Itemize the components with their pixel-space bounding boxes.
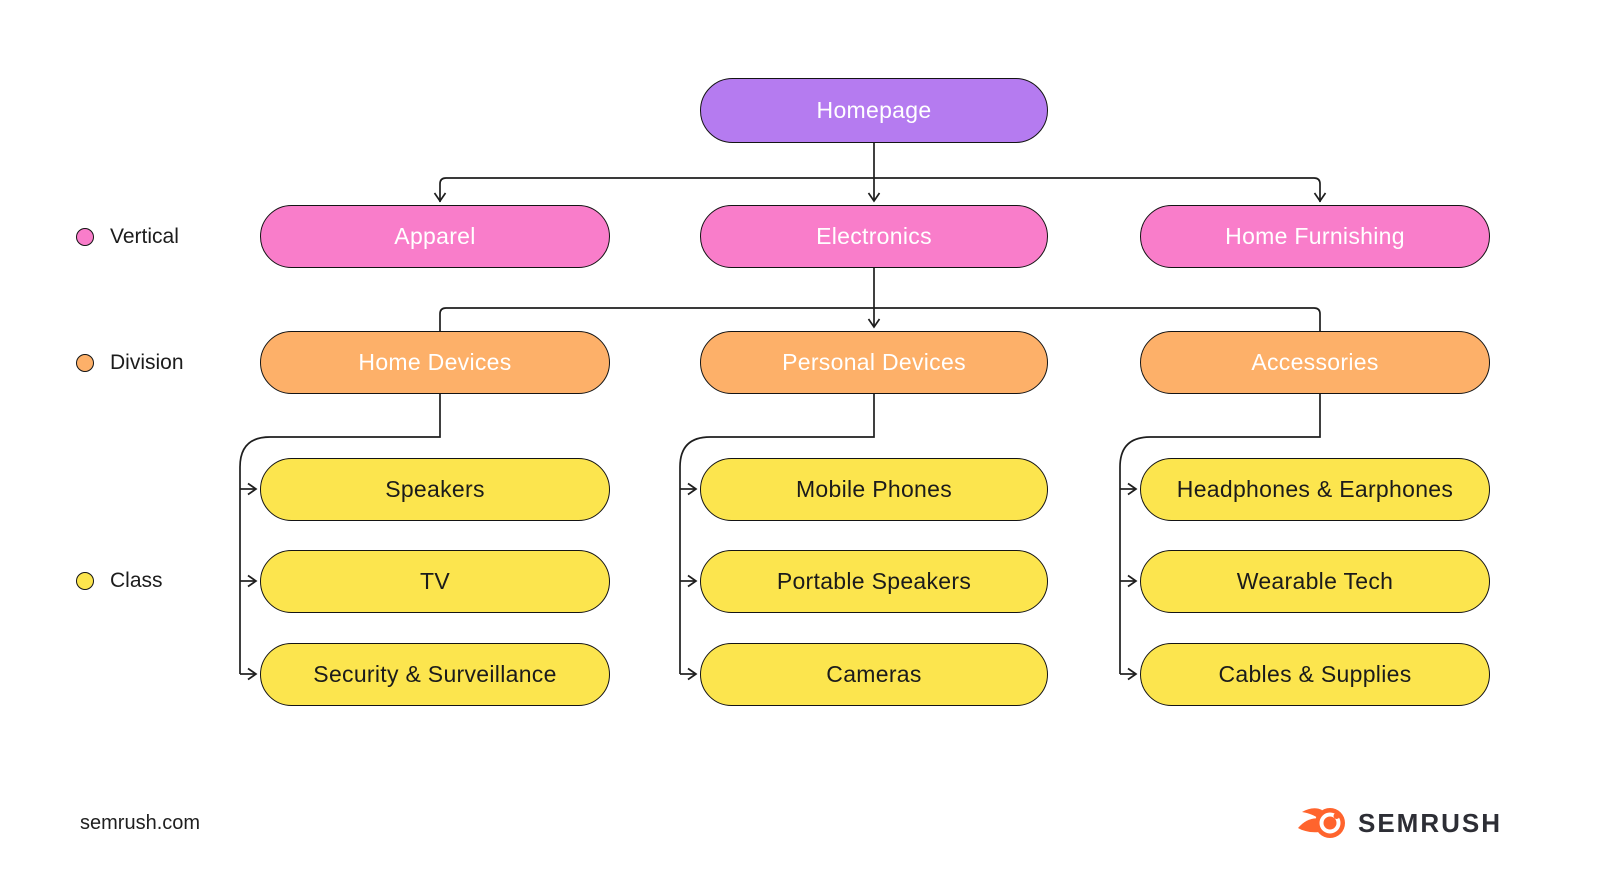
arrowhead-right-speakers — [247, 482, 258, 496]
arrowhead-right-portable-speakers — [687, 574, 698, 588]
node-home-devices: Home Devices — [260, 331, 610, 394]
edge-home-devices-rail — [239, 394, 441, 674]
legend-item-vertical: Vertical — [76, 225, 179, 248]
edge-personal-devices-rail — [679, 394, 875, 674]
edge-homepage-rail — [439, 177, 1321, 202]
legend-label-vertical: Vertical — [110, 225, 179, 248]
node-apparel: Apparel — [260, 205, 610, 268]
arrowhead-right-wearable-tech — [1127, 574, 1138, 588]
semrush-flame-icon — [1298, 808, 1345, 838]
arrowhead-down-apparel — [433, 192, 447, 203]
node-tv: TV — [260, 550, 610, 613]
node-mobile-phones: Mobile Phones — [700, 458, 1048, 521]
node-electronics: Electronics — [700, 205, 1048, 268]
arrowhead-right-tv — [247, 574, 258, 588]
arrowhead-right-cables — [1127, 667, 1138, 681]
arrowhead-right-cameras — [687, 667, 698, 681]
legend-item-class: Class — [76, 569, 163, 592]
node-headphones-earphones: Headphones & Earphones — [1140, 458, 1490, 521]
arrowhead-right-security — [247, 667, 258, 681]
class-legend-dot-icon — [76, 572, 94, 590]
node-cameras: Cameras — [700, 643, 1048, 706]
arrowhead-down-home-furnishing — [1313, 192, 1327, 203]
arrowhead-right-mobile-phones — [687, 482, 698, 496]
node-cables-supplies: Cables & Supplies — [1140, 643, 1490, 706]
arrowhead-down-electronics — [867, 192, 881, 203]
node-wearable-tech: Wearable Tech — [1140, 550, 1490, 613]
source-website-caption: semrush.com — [80, 812, 201, 834]
node-homepage: Homepage — [700, 78, 1048, 143]
edge-accessories-rail — [1119, 394, 1321, 674]
node-portable-speakers: Portable Speakers — [700, 550, 1048, 613]
legend-label-class: Class — [110, 569, 163, 592]
node-security-surveillance: Security & Surveillance — [260, 643, 610, 706]
node-personal-devices: Personal Devices — [700, 331, 1048, 394]
node-home-furnishing: Home Furnishing — [1140, 205, 1490, 268]
vertical-legend-dot-icon — [76, 228, 94, 246]
node-accessories: Accessories — [1140, 331, 1490, 394]
node-speakers: Speakers — [260, 458, 610, 521]
arrowhead-down-personal-devices — [867, 318, 881, 329]
edge-divisions-rail — [439, 307, 1321, 331]
legend-item-division: Division — [76, 351, 184, 374]
arrowhead-right-headphones — [1127, 482, 1138, 496]
semrush-logo-text: SEMRUSH — [1358, 807, 1503, 838]
legend-label-division: Division — [110, 351, 184, 374]
semrush-logo: SEMRUSH — [1298, 804, 1502, 842]
division-legend-dot-icon — [76, 354, 94, 372]
